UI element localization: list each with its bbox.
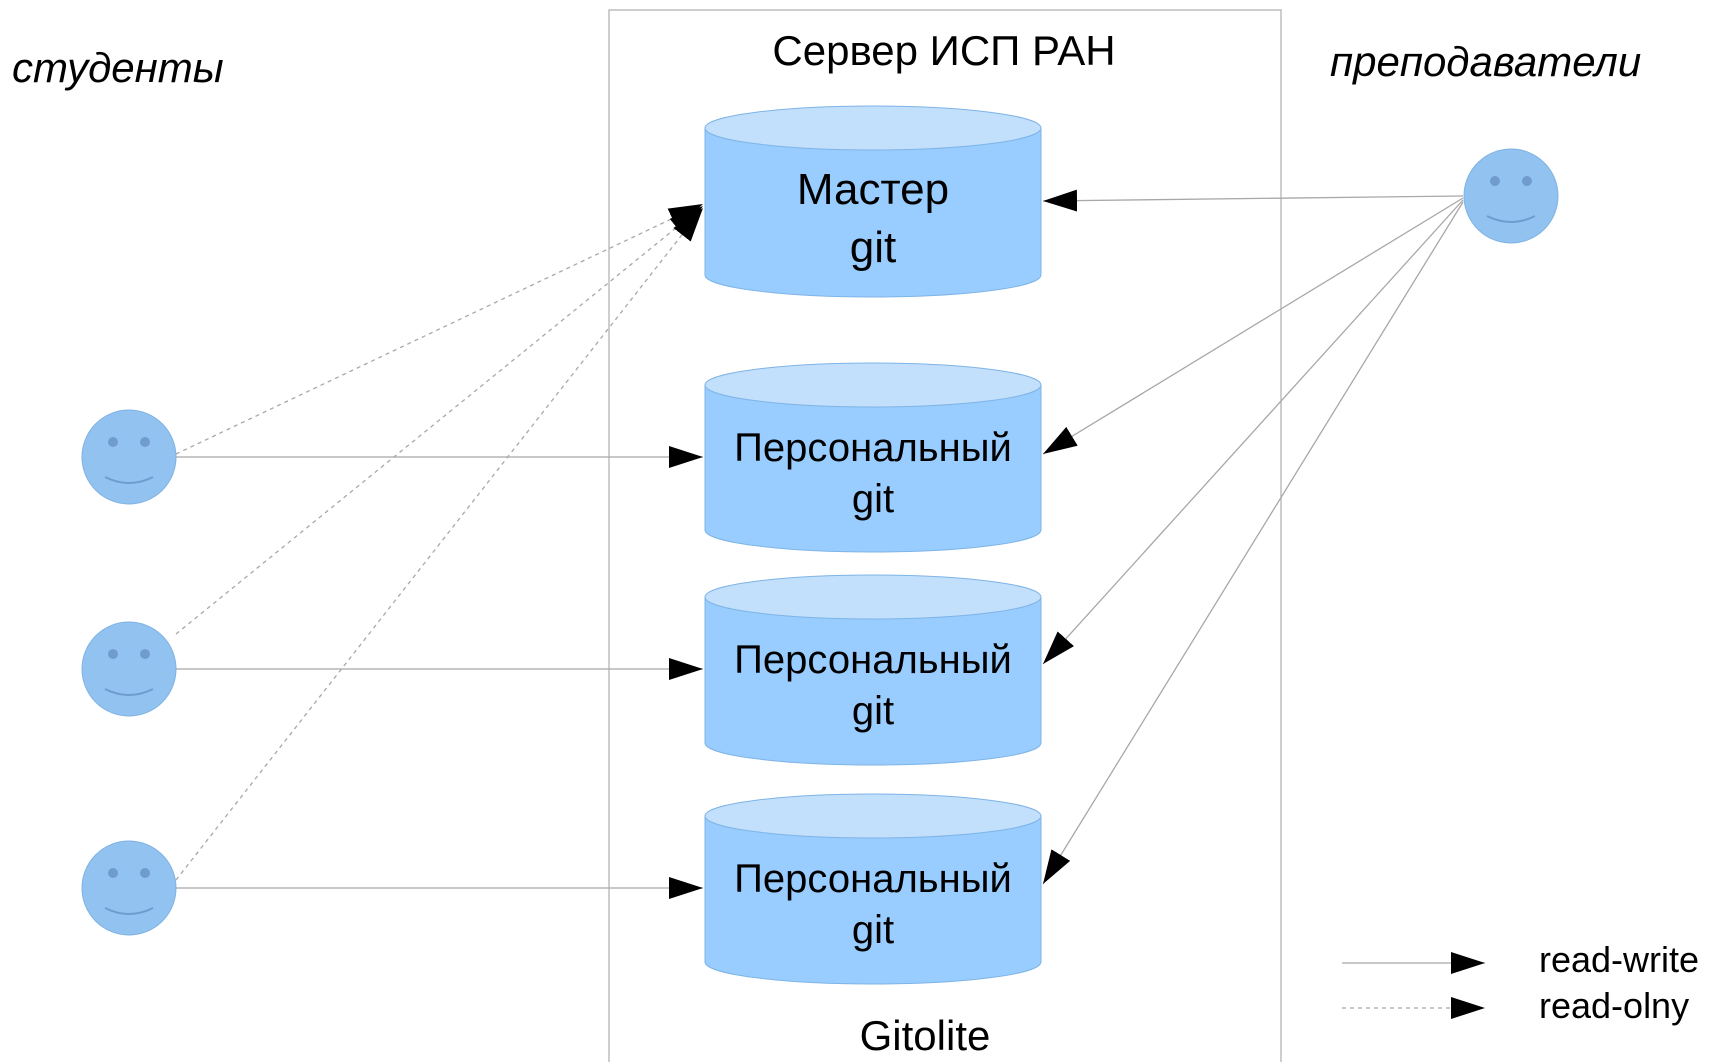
gitolite-label: Gitolite bbox=[860, 1012, 991, 1059]
users bbox=[81, 148, 1559, 936]
personal-repo-1-cylinder bbox=[704, 362, 1042, 553]
personal-repo-2-label-line2: git bbox=[852, 689, 894, 733]
legend: read-write read-olny bbox=[1342, 939, 1699, 1026]
personal-repo-2-label-line1: Персональный bbox=[734, 638, 1012, 682]
personal-repo-2-cylinder bbox=[704, 574, 1042, 766]
legend-read-write-label: read-write bbox=[1539, 939, 1699, 980]
teachers-label: преподаватели bbox=[1330, 38, 1641, 85]
server-title: Сервер ИСП РАН bbox=[772, 27, 1115, 74]
student-2-to-master bbox=[175, 205, 704, 635]
student-2-smiley-icon bbox=[81, 621, 177, 717]
student-3-to-master bbox=[175, 207, 704, 881]
student-3-smiley-icon bbox=[81, 840, 177, 936]
personal-repo-1-label-line2: git bbox=[852, 477, 894, 521]
student-1-to-master bbox=[175, 203, 704, 455]
teacher-to-personal-1 bbox=[1042, 197, 1464, 455]
teacher-to-personal-3 bbox=[1042, 201, 1464, 885]
personal-repo-3-label-line2: git bbox=[852, 908, 894, 952]
connections bbox=[175, 189, 1464, 899]
teacher-smiley-icon bbox=[1463, 148, 1559, 244]
legend-read-only-label: read-olny bbox=[1539, 985, 1689, 1026]
teacher-to-master bbox=[1042, 189, 1464, 212]
master-repo-label-line2: git bbox=[850, 223, 896, 272]
students-label: студенты bbox=[12, 44, 224, 91]
student-1-smiley-icon bbox=[81, 409, 177, 505]
teacher-to-personal-2 bbox=[1042, 199, 1464, 665]
personal-repo-3-cylinder bbox=[704, 793, 1042, 985]
personal-repo-1-label-line1: Персональный bbox=[734, 426, 1012, 470]
master-repo-label-line1: Мастер bbox=[797, 165, 949, 214]
repositories bbox=[704, 105, 1042, 985]
personal-repo-3-label-line1: Персональный bbox=[734, 857, 1012, 901]
server-frame bbox=[608, 9, 1282, 1062]
master-repo-cylinder bbox=[704, 105, 1042, 298]
